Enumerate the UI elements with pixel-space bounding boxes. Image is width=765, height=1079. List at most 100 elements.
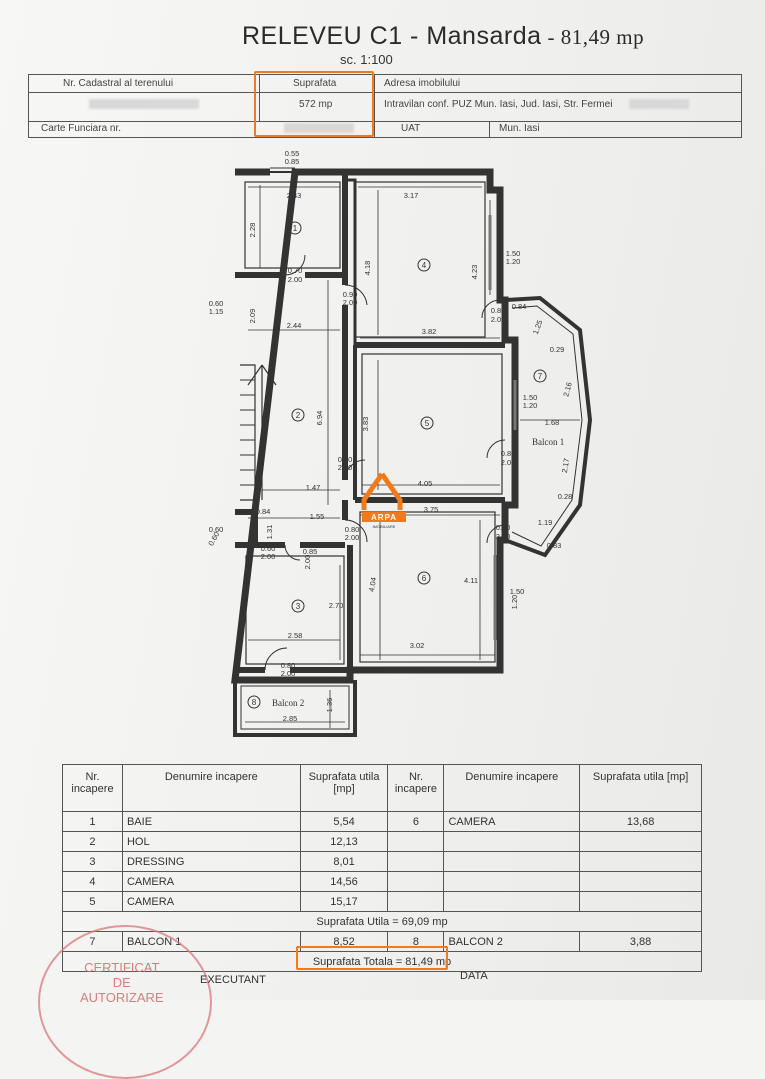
redacted-land-book [284, 123, 354, 133]
surface-value: 572 mp [299, 99, 333, 110]
land-book-label: Carte Funciara nr. [41, 123, 122, 134]
logo-subtitle: IMOBILIARE [373, 524, 396, 529]
dimension-label: 2.00 [288, 275, 303, 284]
dimension-label: 4.11 [464, 576, 478, 585]
dimension-label: 0.60 [209, 525, 224, 534]
cell-name: BAIE [121, 811, 301, 832]
cell-area: 12,13 [299, 831, 389, 852]
dimension-label: 3.75 [424, 505, 439, 514]
address-label: Adresa imobilului [384, 78, 461, 89]
address-value: Intravilan conf. PUZ Mun. Iasi, Jud. Ias… [384, 99, 613, 110]
table-header-row: Nr. incapere Denumire incapere Suprafata… [62, 764, 702, 812]
dimension-label: 1.47 [306, 483, 321, 492]
date-label: DATA [460, 970, 488, 982]
floor-plan: 1 2 3 4 5 6 7 8 Balcon 1 Balcon 2 0.550.… [206, 149, 593, 737]
dimension-label: 1.25 [531, 319, 544, 336]
dimension-label: 3.82 [422, 327, 437, 336]
dimension-label: 0.90 [338, 455, 353, 464]
room-number: 7 [538, 372, 543, 381]
utila-total: Suprafata Utila = 69,09 mp [62, 911, 702, 932]
cell-area: 8,01 [299, 851, 389, 872]
dimension-label: 3.02 [410, 641, 425, 650]
dimension-label: 1.50 [510, 587, 525, 596]
dimension-label: 0.84 [512, 302, 527, 311]
dimension-label: 1.19 [538, 518, 553, 527]
uat-value: Mun. Iasi [499, 123, 540, 134]
dimension-label: 1.55 [310, 512, 325, 521]
dimension-label: 2.00 [496, 532, 511, 541]
dimension-label: 0.60 [261, 544, 276, 553]
cell-name: HOL [121, 831, 301, 852]
header-nr: Nr. incapere [62, 764, 123, 812]
header-area: Suprafata utila [mp] [299, 764, 389, 812]
balcony-1-label: Balcon 1 [532, 437, 564, 447]
cell-area: 15,17 [299, 891, 389, 912]
cell-name: CAMERA [443, 811, 581, 832]
arpa-logo: ARPA IMOBILIARE [361, 472, 406, 529]
dimension-label: 2.43 [287, 191, 302, 200]
room-number: 4 [422, 261, 427, 270]
dimension-label: 2.00 [343, 298, 358, 307]
dimension-label: 2.00 [491, 315, 506, 324]
header-name: Denumire incapere [121, 764, 301, 812]
dimension-label: 0.85 [303, 547, 318, 556]
table-row: 3 DRESSING 8,01 [62, 851, 702, 872]
dimension-label: 1.36 [325, 698, 334, 713]
dimension-label: 0.90 [343, 290, 358, 299]
stamp-line: CERTIFICAT [84, 960, 160, 975]
dimension-label: 2.00 [281, 669, 296, 678]
cell-area: 14,56 [299, 871, 389, 892]
dimension-label: 1.31 [265, 525, 274, 540]
room-number: 6 [422, 574, 427, 583]
dimension-label: 0.84 [256, 507, 271, 516]
dimension-label: 2.44 [287, 321, 302, 330]
cell-nr: 6 [387, 811, 445, 832]
property-info-table: Nr. Cadastral al terenului Suprafata 572… [28, 74, 742, 138]
balcony-2-label: Balcon 2 [272, 698, 304, 708]
room-number: 8 [252, 698, 257, 707]
dimension-label: 2.00 [501, 458, 516, 467]
dimension-label: 0.60 [209, 299, 224, 308]
surface-label: Suprafata [293, 78, 337, 89]
table-row: 4 CAMERA 14,56 [62, 871, 702, 892]
header-area: Suprafata utila [mp] [579, 764, 702, 812]
dimension-label: 2.58 [288, 631, 303, 640]
dimension-label: 2.70 [329, 601, 344, 610]
dimension-label: 1.20 [506, 257, 521, 266]
scale-label: sc. 1:100 [340, 52, 393, 67]
table-row: 2 HOL 12,13 [62, 831, 702, 852]
stamp-text: CERTIFICAT DE AUTORIZARE [80, 960, 164, 1005]
redacted-cadastral [89, 99, 199, 109]
dimension-label: 1.68 [545, 418, 560, 427]
stamp-line: DE [112, 975, 131, 990]
dimension-label: 0.80 [501, 449, 516, 458]
cell-nr: 3 [62, 851, 123, 872]
cell-nr: 2 [62, 831, 123, 852]
grand-total-highlight [296, 946, 448, 970]
grand-total: Suprafata Totala = 81,49 mp [62, 951, 702, 972]
cell-name: DRESSING [121, 851, 301, 872]
dimension-label: 0.80 [345, 525, 360, 534]
dimension-label: 4.05 [418, 479, 433, 488]
dimension-label: 6.94 [315, 411, 324, 426]
grand-total-text: Suprafata Totala = 81,49 mp [312, 955, 452, 968]
dimension-label: 1.15 [209, 307, 224, 316]
rooms-table: Nr. incapere Denumire incapere Suprafata… [62, 764, 702, 972]
dimension-label: 4.04 [367, 577, 378, 593]
dimension-label: 1.20 [510, 595, 519, 610]
dimension-label: 0.80 [491, 306, 506, 315]
room-number: 2 [296, 411, 301, 420]
redacted-address [629, 99, 689, 109]
table-row: Suprafata Utila = 69,09 mp [62, 911, 702, 932]
logo-name: ARPA [371, 513, 397, 522]
cell-nr: 5 [62, 891, 123, 912]
surface-highlight [254, 71, 374, 137]
dimension-label: 3.83 [361, 417, 370, 432]
cell-area: 3,88 [579, 931, 702, 952]
room-number: 1 [293, 224, 298, 233]
uat-label: UAT [401, 123, 421, 134]
cell-area: 5,54 [299, 811, 389, 832]
dimension-label: 2.28 [248, 223, 257, 238]
room-number: 3 [296, 602, 301, 611]
dimension-label: 0.70 [288, 266, 303, 275]
